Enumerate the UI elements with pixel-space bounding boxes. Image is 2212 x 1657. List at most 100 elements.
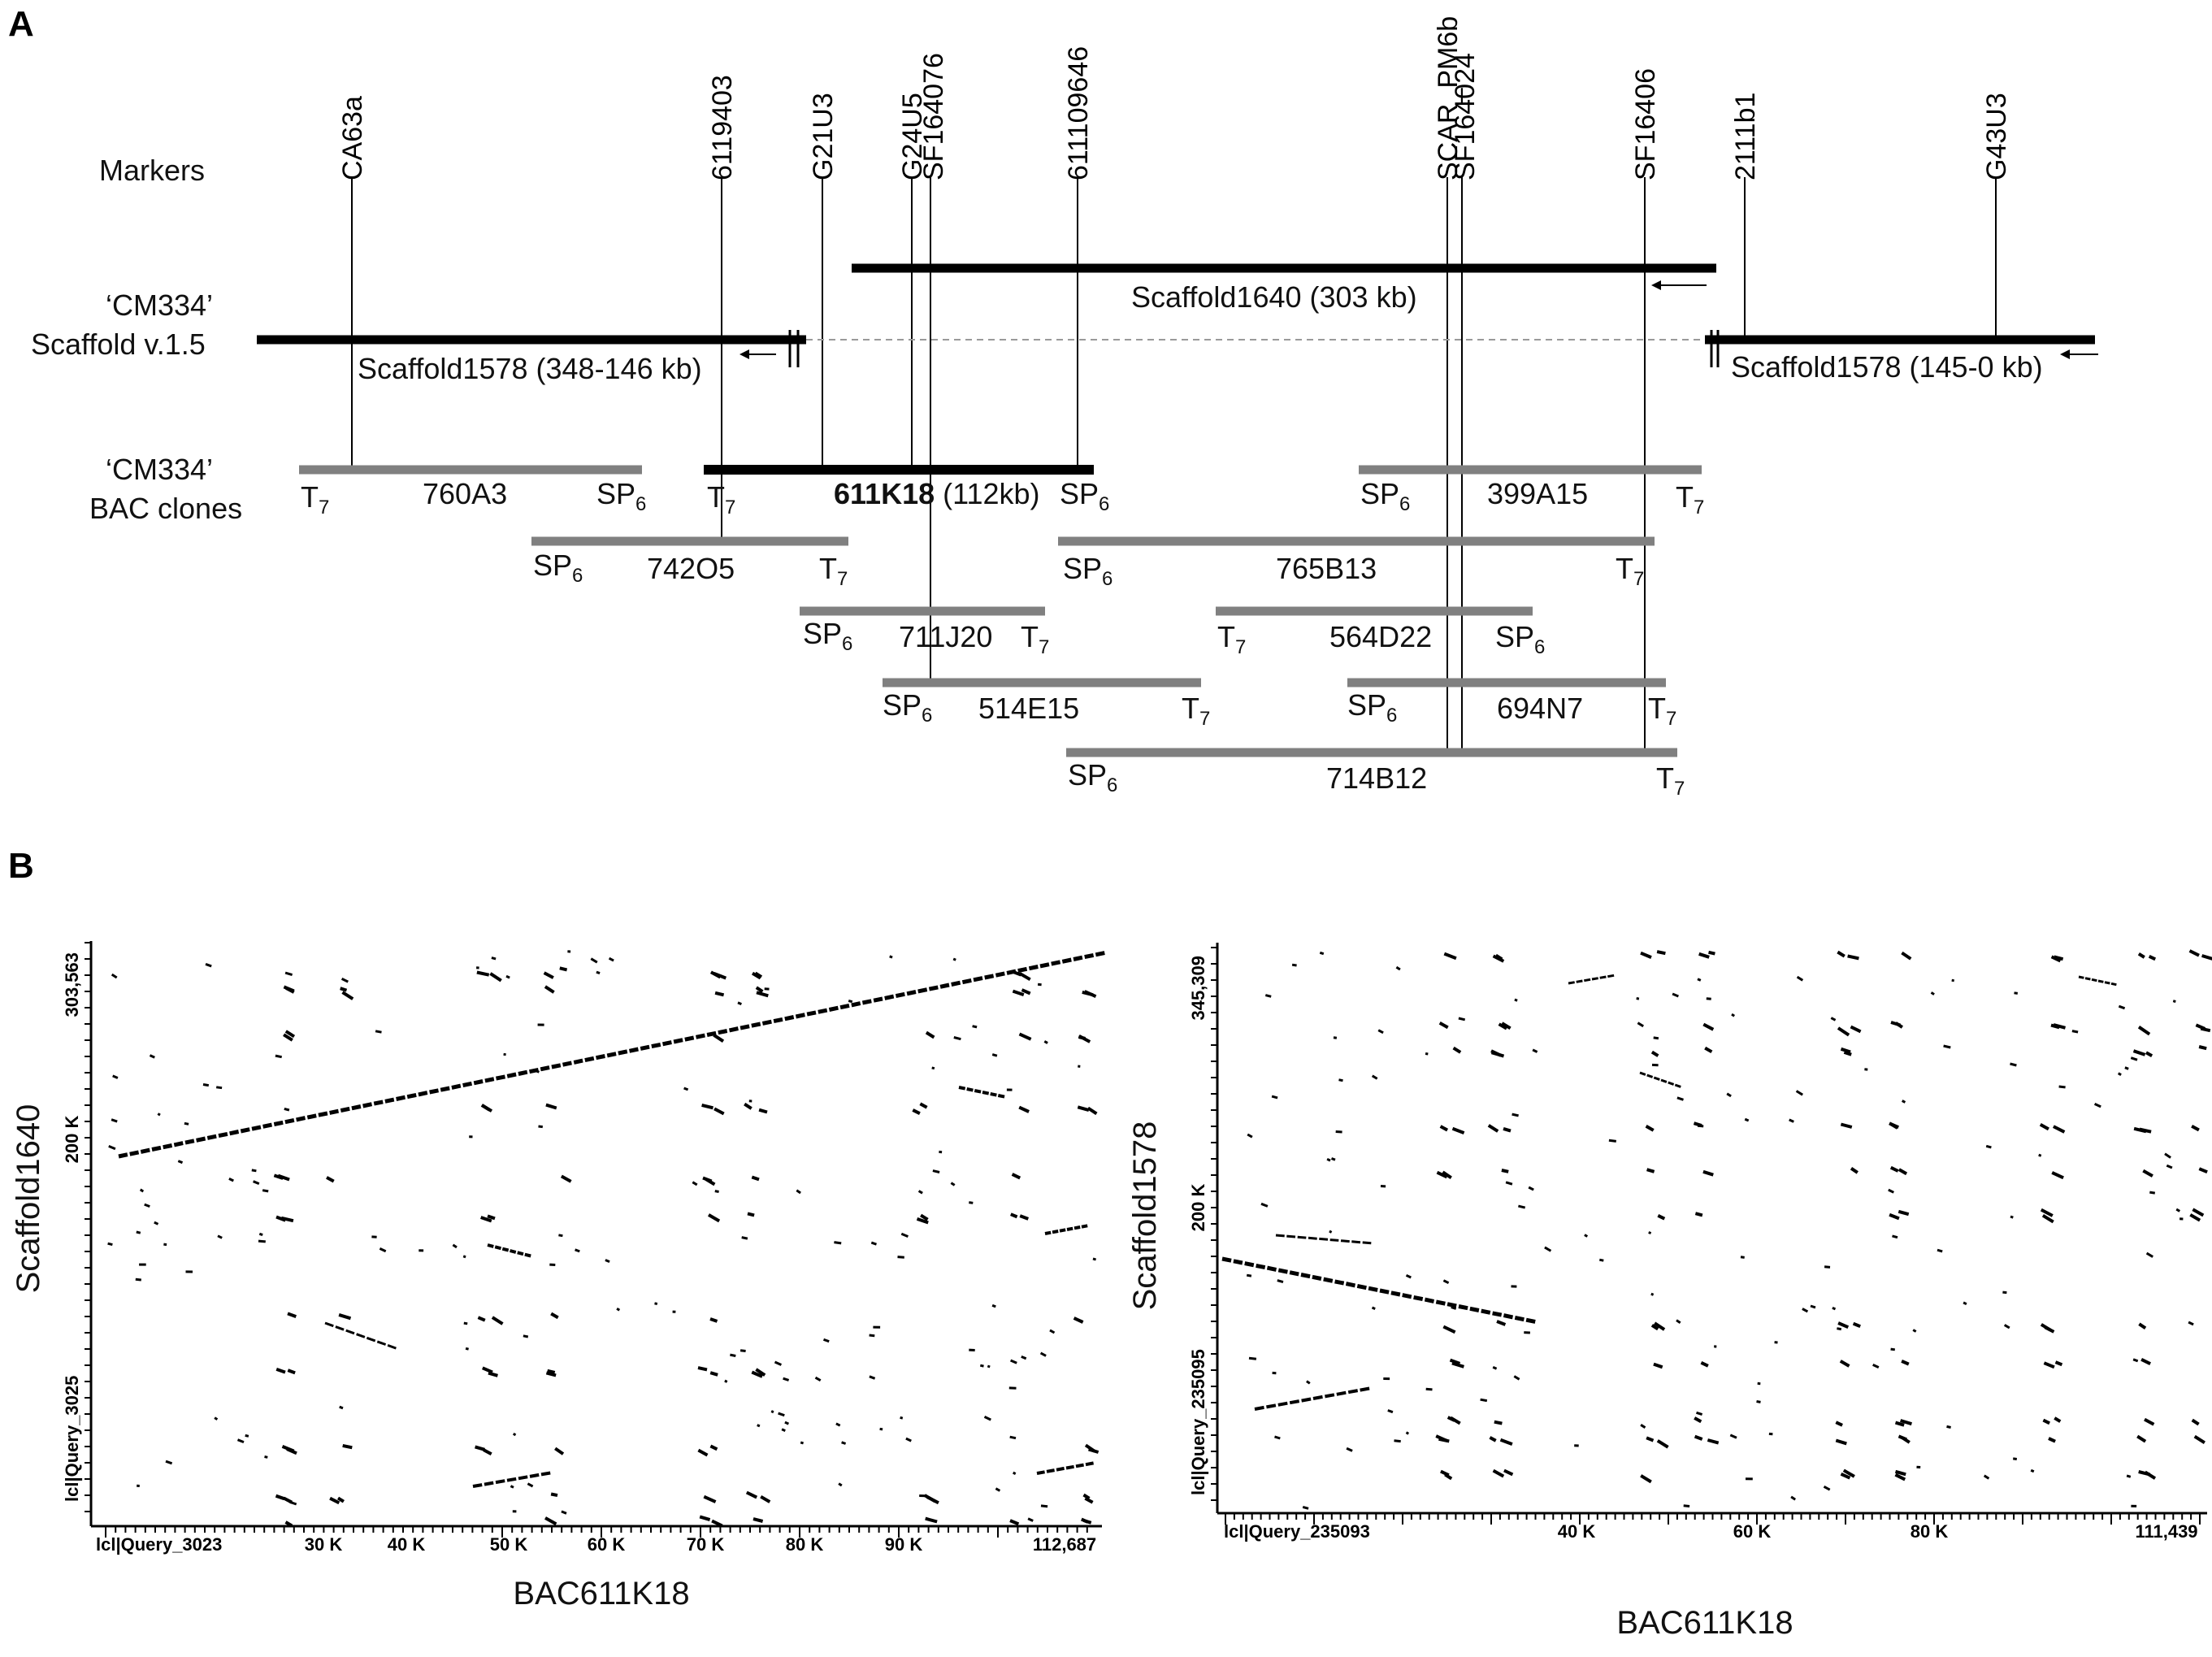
dotplot-left-dot <box>751 1370 763 1378</box>
dotplot-right-segment <box>1660 1078 1668 1083</box>
dotplot-left-main-diagonal <box>496 1074 505 1081</box>
dotplot-right-dot <box>2126 1474 2132 1478</box>
dotplot-left-dot <box>545 1371 557 1377</box>
dotplot-right-dot <box>1274 1435 1281 1440</box>
dotplot-left-dot <box>340 978 349 983</box>
dotplot-left-dot <box>559 966 568 972</box>
dotplot-left-dot <box>869 1334 875 1338</box>
dotplot-right-dot <box>1810 1304 1816 1309</box>
dotplot-right-dot <box>2191 1124 2200 1132</box>
dotplot-left-dot <box>329 1496 340 1505</box>
scaffold1578b-label: Scaffold1578 (145-0 kb) <box>1731 350 2043 384</box>
dotplot-left-dot <box>800 1441 805 1445</box>
dotplot-right-dot <box>1452 1046 1462 1054</box>
dotplot-right-dot <box>1912 1329 1917 1333</box>
bac-399a15-name: 399A15 <box>1487 477 1588 510</box>
dotplot-right-dot <box>1835 1421 1843 1427</box>
marker-label-sf164076: SF164076 <box>918 53 949 180</box>
dotplot-left-dot <box>848 1000 853 1004</box>
dotplot-left-dot <box>184 1121 189 1126</box>
dotplot-left-dot <box>784 1421 790 1425</box>
dotplot-left-main-diagonal <box>551 1063 562 1069</box>
dotplot-left-dot <box>512 1432 517 1437</box>
dotplot-right-dot <box>2144 1417 2155 1426</box>
dotplot-left-dot <box>774 1360 783 1366</box>
dotplot-left-segment <box>1066 1226 1073 1231</box>
dotplot-left-dot <box>264 1455 268 1459</box>
dotplot-right-dot <box>1898 1434 1907 1442</box>
dotplot-right-dot <box>1636 997 1640 1000</box>
dotplot-left-segment <box>540 1471 551 1477</box>
dotplot-left-segment <box>376 1340 387 1346</box>
bac-611k18-left-end: T7 <box>707 480 735 518</box>
dotplot-right-dot <box>2044 1325 2055 1334</box>
scaffold1640-arrowhead <box>1651 280 1661 290</box>
dotplot-left-ylabel: Scaffold1640 <box>11 1104 46 1294</box>
dotplot-right-dot <box>2164 1152 2171 1159</box>
dotplot-left-segment <box>1036 1470 1045 1475</box>
dotplot-right-dot <box>2093 1103 2101 1108</box>
dotplot-left-dot <box>489 972 502 982</box>
dotplot-left-dot <box>1078 1035 1091 1043</box>
dotplot-right-dot <box>1306 1380 1311 1385</box>
dotplot-left-dot <box>135 1277 141 1282</box>
dotplot-right-main-diagonal <box>1390 1290 1401 1297</box>
dotplot-left-dot <box>144 1203 150 1208</box>
dotplot-right-segment <box>2078 975 2084 979</box>
dotplot-left-dot <box>1037 982 1042 987</box>
dotplot-right-main-diagonal <box>1221 1256 1232 1263</box>
dotplot-left-main-diagonal <box>362 1102 373 1108</box>
dotplot-right-dot <box>2198 1167 2208 1174</box>
dotplot-left-main-diagonal <box>262 1122 272 1129</box>
dotplot-right-dot <box>1683 1504 1690 1507</box>
dotplot-right-dot <box>2192 1208 2205 1217</box>
dotplot-right-main-diagonal <box>1289 1270 1299 1277</box>
dotplot-right-dot <box>1492 1468 1505 1478</box>
dotplot-left-dot <box>838 1482 843 1487</box>
dotplot-right-dot <box>2053 1023 2067 1030</box>
dotplot-right-dot <box>1700 1360 1709 1368</box>
dotplot-right-main-diagonal <box>1345 1282 1356 1288</box>
dotplot-left-main-diagonal <box>706 1030 717 1037</box>
dotplot-right-dot <box>2048 1437 2056 1443</box>
dotplot-left-main-diagonal <box>484 1077 495 1083</box>
dotplot-right-ytick-bottom: lcl|Query_235095 <box>1188 1349 1208 1495</box>
dotplot-left-dot <box>483 1448 492 1456</box>
dotplot-left-xtick-1: 30 K <box>305 1534 343 1555</box>
dotplot-left-dot <box>783 1377 790 1382</box>
dotplot-left-dot <box>543 971 554 979</box>
dotplot-left-dot <box>1009 1519 1020 1526</box>
dotplot-right-dot <box>1438 1437 1450 1443</box>
dotplot-left-main-diagonal <box>1039 962 1050 969</box>
dotplot-right-dot <box>2052 1125 2066 1134</box>
dotplot-right-dot <box>1648 1231 1652 1234</box>
dotplot-left-main-diagonal <box>329 1108 339 1115</box>
dotplot-right-dot <box>1503 1468 1514 1477</box>
dotplot-left-segment <box>494 1245 502 1251</box>
bac-564d22-right-end: SP6 <box>1495 620 1545 658</box>
dotplot-left-main-diagonal <box>1073 955 1083 961</box>
dotplot-right-dot <box>1850 1025 1862 1034</box>
dotplot-left-main-diagonal <box>240 1127 250 1134</box>
dotplot-left-dot <box>375 1030 382 1034</box>
dotplot-right-segment <box>2110 982 2117 987</box>
dotplot-left-segment <box>529 1473 540 1478</box>
dotplot-left-main-diagonal <box>1028 965 1039 971</box>
dotplot-left-dot <box>1080 1517 1089 1524</box>
marker-label-6119403: 6119403 <box>707 75 738 180</box>
dotplot-left-dot <box>920 1213 929 1221</box>
dotplot-left-dot <box>550 1492 558 1498</box>
dotplot-left-dot <box>905 1437 912 1442</box>
dotplot-left-segment <box>1085 1461 1094 1467</box>
dotplot-left-main-diagonal <box>596 1054 605 1061</box>
dotplot-left-dots <box>107 950 1105 1528</box>
dotplot-right-dot <box>2071 1030 2079 1034</box>
dotplot-left-main-diagonal <box>784 1015 795 1022</box>
dotplot-right-xtick-3: 80 K <box>1911 1521 1949 1542</box>
dotplot-right-y-minor-ticks <box>1211 947 1217 1501</box>
dotplot-right-segment <box>1266 1403 1277 1409</box>
dotplot-right-dot <box>2133 1126 2147 1134</box>
dotplot-left-segment <box>990 1092 997 1097</box>
dotplot-left-xtick-2: 40 K <box>388 1534 426 1555</box>
